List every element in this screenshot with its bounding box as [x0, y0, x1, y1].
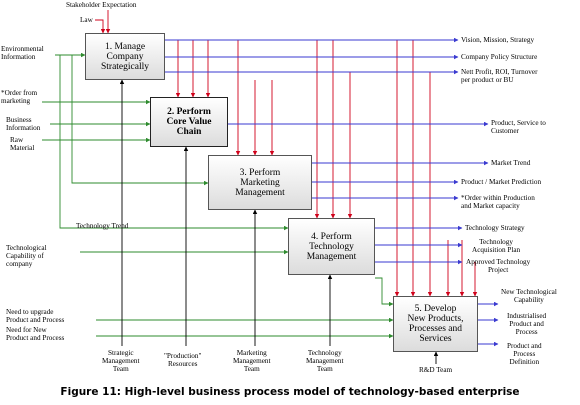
- label-product-service-to-customer: Product, Service to Customer: [491, 119, 546, 135]
- label-rnd-team: R&D Team: [419, 366, 453, 374]
- label-technology-strategy: Technology Strategy: [465, 224, 525, 232]
- label-product-market-prediction: Product / Market Prediction: [461, 178, 542, 186]
- label-need-to-upgrade: Need to upgrade Product and Process: [6, 308, 65, 324]
- label-stakeholder-expectation: Stakeholder Expectation: [66, 1, 137, 9]
- label-market-trend: Market Trend: [491, 159, 531, 167]
- control-arrows: [95, 10, 478, 297]
- label-industrialised-product: Industrialised Product and Process: [507, 312, 547, 336]
- box-technology-management: 4. Perform Technology Management: [288, 218, 375, 275]
- label-production-resources: "Production" Resources: [164, 352, 202, 368]
- label-order-from-marketing: *Order from marketing: [1, 89, 38, 105]
- label-business-information: Business Information: [6, 116, 41, 132]
- label-technology-management-team: Technology Management Team: [306, 349, 344, 373]
- process-diagram: [42, 10, 499, 364]
- label-technological-capability: Technological Capability of company: [6, 244, 47, 268]
- label-nett-profit: Nett Profit, ROI, Turnover per product o…: [461, 68, 538, 84]
- label-technology-trend: Technology Trend: [76, 222, 129, 230]
- label-need-for-new: Need for New Product and Process: [6, 326, 65, 342]
- label-law: Law: [80, 16, 93, 24]
- box-develop-new-products: 5. Develop New Products, Processes and S…: [393, 296, 478, 352]
- label-approved-technology-project: Approved Technology Project: [466, 258, 531, 274]
- label-vision-mission-strategy: Vision, Mission, Strategy: [461, 36, 535, 44]
- output-arrows: [165, 37, 499, 347]
- box-manage-company: 1. Manage Company Strategically: [85, 33, 165, 80]
- box-core-value-chain: 2. Perform Core Value Chain: [150, 97, 228, 147]
- input-arrows: [42, 52, 394, 339]
- label-marketing-management-team: Marketing Management Team: [233, 349, 271, 373]
- label-order-within-production: *Order within Production and Market capa…: [461, 194, 535, 210]
- label-product-process-definition: Product and Process Definition: [507, 342, 542, 366]
- box-marketing-management: 3. Perform Marketing Management: [208, 155, 312, 210]
- label-environmental-information: Environmental Information: [1, 45, 44, 61]
- label-new-technological-capability: New Technological Capability: [501, 288, 557, 304]
- mechanism-arrows: [119, 79, 439, 364]
- label-raw-material: Raw Material: [10, 136, 35, 152]
- label-strategic-management-team: Strategic Management Team: [102, 349, 140, 373]
- label-technology-acquisition-plan: Technology Acquisition Plan: [472, 238, 521, 254]
- label-company-policy-structure: Company Policy Structure: [461, 53, 538, 61]
- figure-caption: Figure 11: High-level business process m…: [60, 386, 520, 398]
